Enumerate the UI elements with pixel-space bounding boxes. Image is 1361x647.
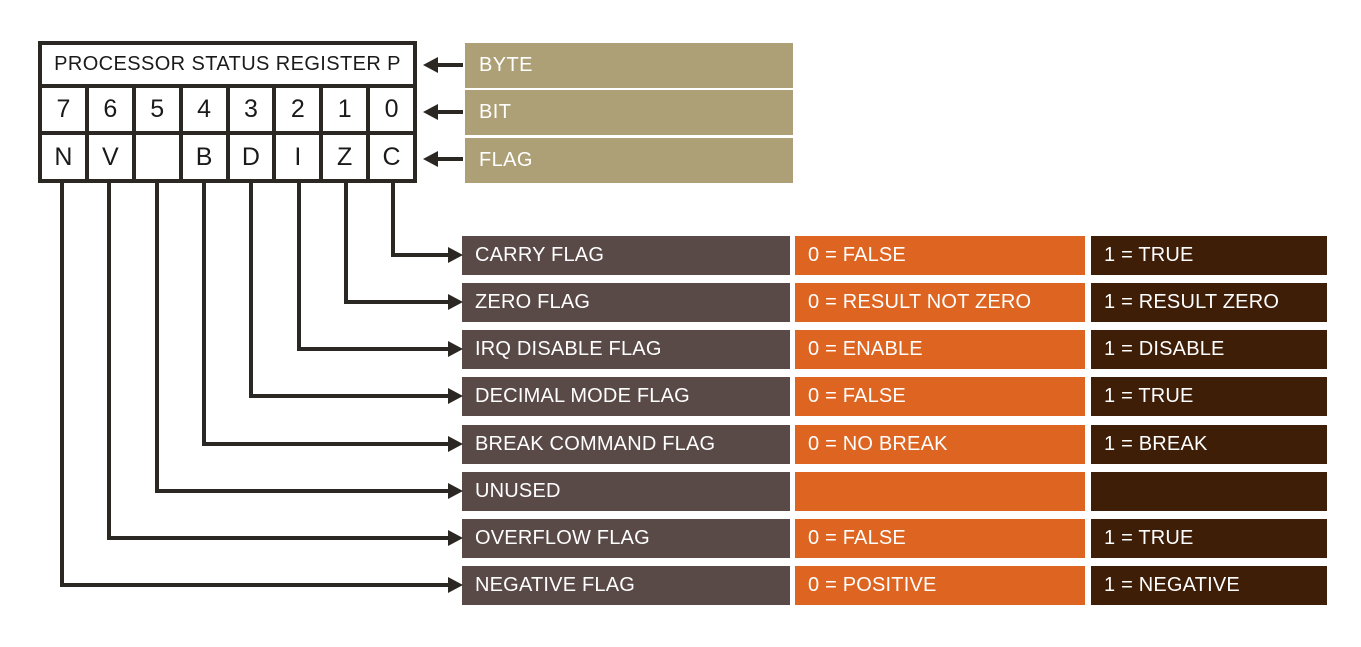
flag-name-cell: CARRY FLAG bbox=[462, 236, 790, 275]
flag-letter-cell-b: B bbox=[183, 135, 230, 179]
flag-name-cell: UNUSED bbox=[462, 472, 790, 511]
flag-zero-cell: 0 = FALSE bbox=[795, 377, 1085, 416]
legend-row-irq-disable: IRQ DISABLE FLAG 0 = ENABLE 1 = DISABLE bbox=[462, 330, 1327, 369]
bit-number-cell-4: 4 bbox=[183, 88, 230, 131]
flag-name-cell: IRQ DISABLE FLAG bbox=[462, 330, 790, 369]
flag-zero-cell: 0 = POSITIVE bbox=[795, 566, 1085, 605]
arrow-right-icon bbox=[448, 530, 463, 546]
flag-name-cell: OVERFLOW FLAG bbox=[462, 519, 790, 558]
arrow-right-icon bbox=[448, 247, 463, 263]
byte-label: BYTE bbox=[465, 43, 793, 88]
flag-name-cell: DECIMAL MODE FLAG bbox=[462, 377, 790, 416]
bit-number-cell-6: 6 bbox=[89, 88, 136, 131]
arrow-left-icon bbox=[423, 151, 438, 167]
flag-one-cell: 1 = BREAK bbox=[1091, 425, 1327, 464]
bit-number-cell-3: 3 bbox=[230, 88, 277, 131]
flag-one-cell: 1 = DISABLE bbox=[1091, 330, 1327, 369]
legend-row-unused: UNUSED bbox=[462, 472, 1327, 511]
flag-zero-cell: 0 = NO BREAK bbox=[795, 425, 1085, 464]
flag-letter-cell-d: D bbox=[230, 135, 277, 179]
bit-number-cell-0: 0 bbox=[384, 95, 399, 123]
bit-number-cell-2: 2 bbox=[276, 88, 324, 131]
flag-name-cell: BREAK COMMAND FLAG bbox=[462, 425, 790, 464]
arrow-left-icon bbox=[423, 104, 438, 120]
flag-letter-cell-c: C bbox=[382, 142, 401, 171]
flag-one-cell: 1 = TRUE bbox=[1091, 519, 1327, 558]
legend-row-overflow: OVERFLOW FLAG 0 = FALSE 1 = TRUE bbox=[462, 519, 1327, 558]
bit-label: BIT bbox=[465, 90, 793, 135]
arrow-left-icon bbox=[423, 57, 438, 73]
register-title: PROCESSOR STATUS REGISTER P bbox=[42, 45, 413, 88]
flag-letter-cell-i: I bbox=[276, 135, 324, 179]
legend-row-negative: NEGATIVE FLAG 0 = POSITIVE 1 = NEGATIVE bbox=[462, 566, 1327, 605]
arrow-right-icon bbox=[448, 436, 463, 452]
flag-letter-row: N V B D I Z C bbox=[42, 135, 413, 179]
arrow-right-icon bbox=[448, 388, 463, 404]
flag-name-cell: NEGATIVE FLAG bbox=[462, 566, 790, 605]
flag-one-cell: 1 = TRUE bbox=[1091, 377, 1327, 416]
flag-zero-cell bbox=[795, 472, 1085, 511]
arrow-right-icon bbox=[448, 483, 463, 499]
flag-letter-cell-z: Z bbox=[323, 135, 371, 179]
bit-number-row: 7 6 5 4 3 2 1 0 bbox=[42, 88, 413, 135]
flag-one-cell bbox=[1091, 472, 1327, 511]
bit-number-cell-1: 1 bbox=[323, 88, 371, 131]
legend-row-carry: CARRY FLAG 0 = FALSE 1 = TRUE bbox=[462, 236, 1327, 275]
flag-label: FLAG bbox=[465, 138, 793, 183]
flag-one-cell: 1 = RESULT ZERO bbox=[1091, 283, 1327, 322]
legend-row-zero: ZERO FLAG 0 = RESULT NOT ZERO 1 = RESULT… bbox=[462, 283, 1327, 322]
flag-letter-cell-unused bbox=[136, 135, 183, 179]
flag-one-cell: 1 = TRUE bbox=[1091, 236, 1327, 275]
flag-letter-cell-n: N bbox=[42, 135, 89, 179]
bit-number-cell-5: 5 bbox=[136, 88, 183, 131]
arrow-right-icon bbox=[448, 577, 463, 593]
processor-status-register-box: PROCESSOR STATUS REGISTER P 7 6 5 4 3 2 … bbox=[38, 41, 417, 183]
flag-letter-cell-v: V bbox=[89, 135, 136, 179]
arrow-right-icon bbox=[448, 341, 463, 357]
legend-row-break-command: BREAK COMMAND FLAG 0 = NO BREAK 1 = BREA… bbox=[462, 425, 1327, 464]
legend-row-decimal-mode: DECIMAL MODE FLAG 0 = FALSE 1 = TRUE bbox=[462, 377, 1327, 416]
flag-one-cell: 1 = NEGATIVE bbox=[1091, 566, 1327, 605]
flag-name-cell: ZERO FLAG bbox=[462, 283, 790, 322]
bit-number-cell-7: 7 bbox=[42, 88, 89, 131]
flag-zero-cell: 0 = FALSE bbox=[795, 236, 1085, 275]
flag-zero-cell: 0 = FALSE bbox=[795, 519, 1085, 558]
flag-zero-cell: 0 = RESULT NOT ZERO bbox=[795, 283, 1085, 322]
flag-zero-cell: 0 = ENABLE bbox=[795, 330, 1085, 369]
arrow-right-icon bbox=[448, 294, 463, 310]
